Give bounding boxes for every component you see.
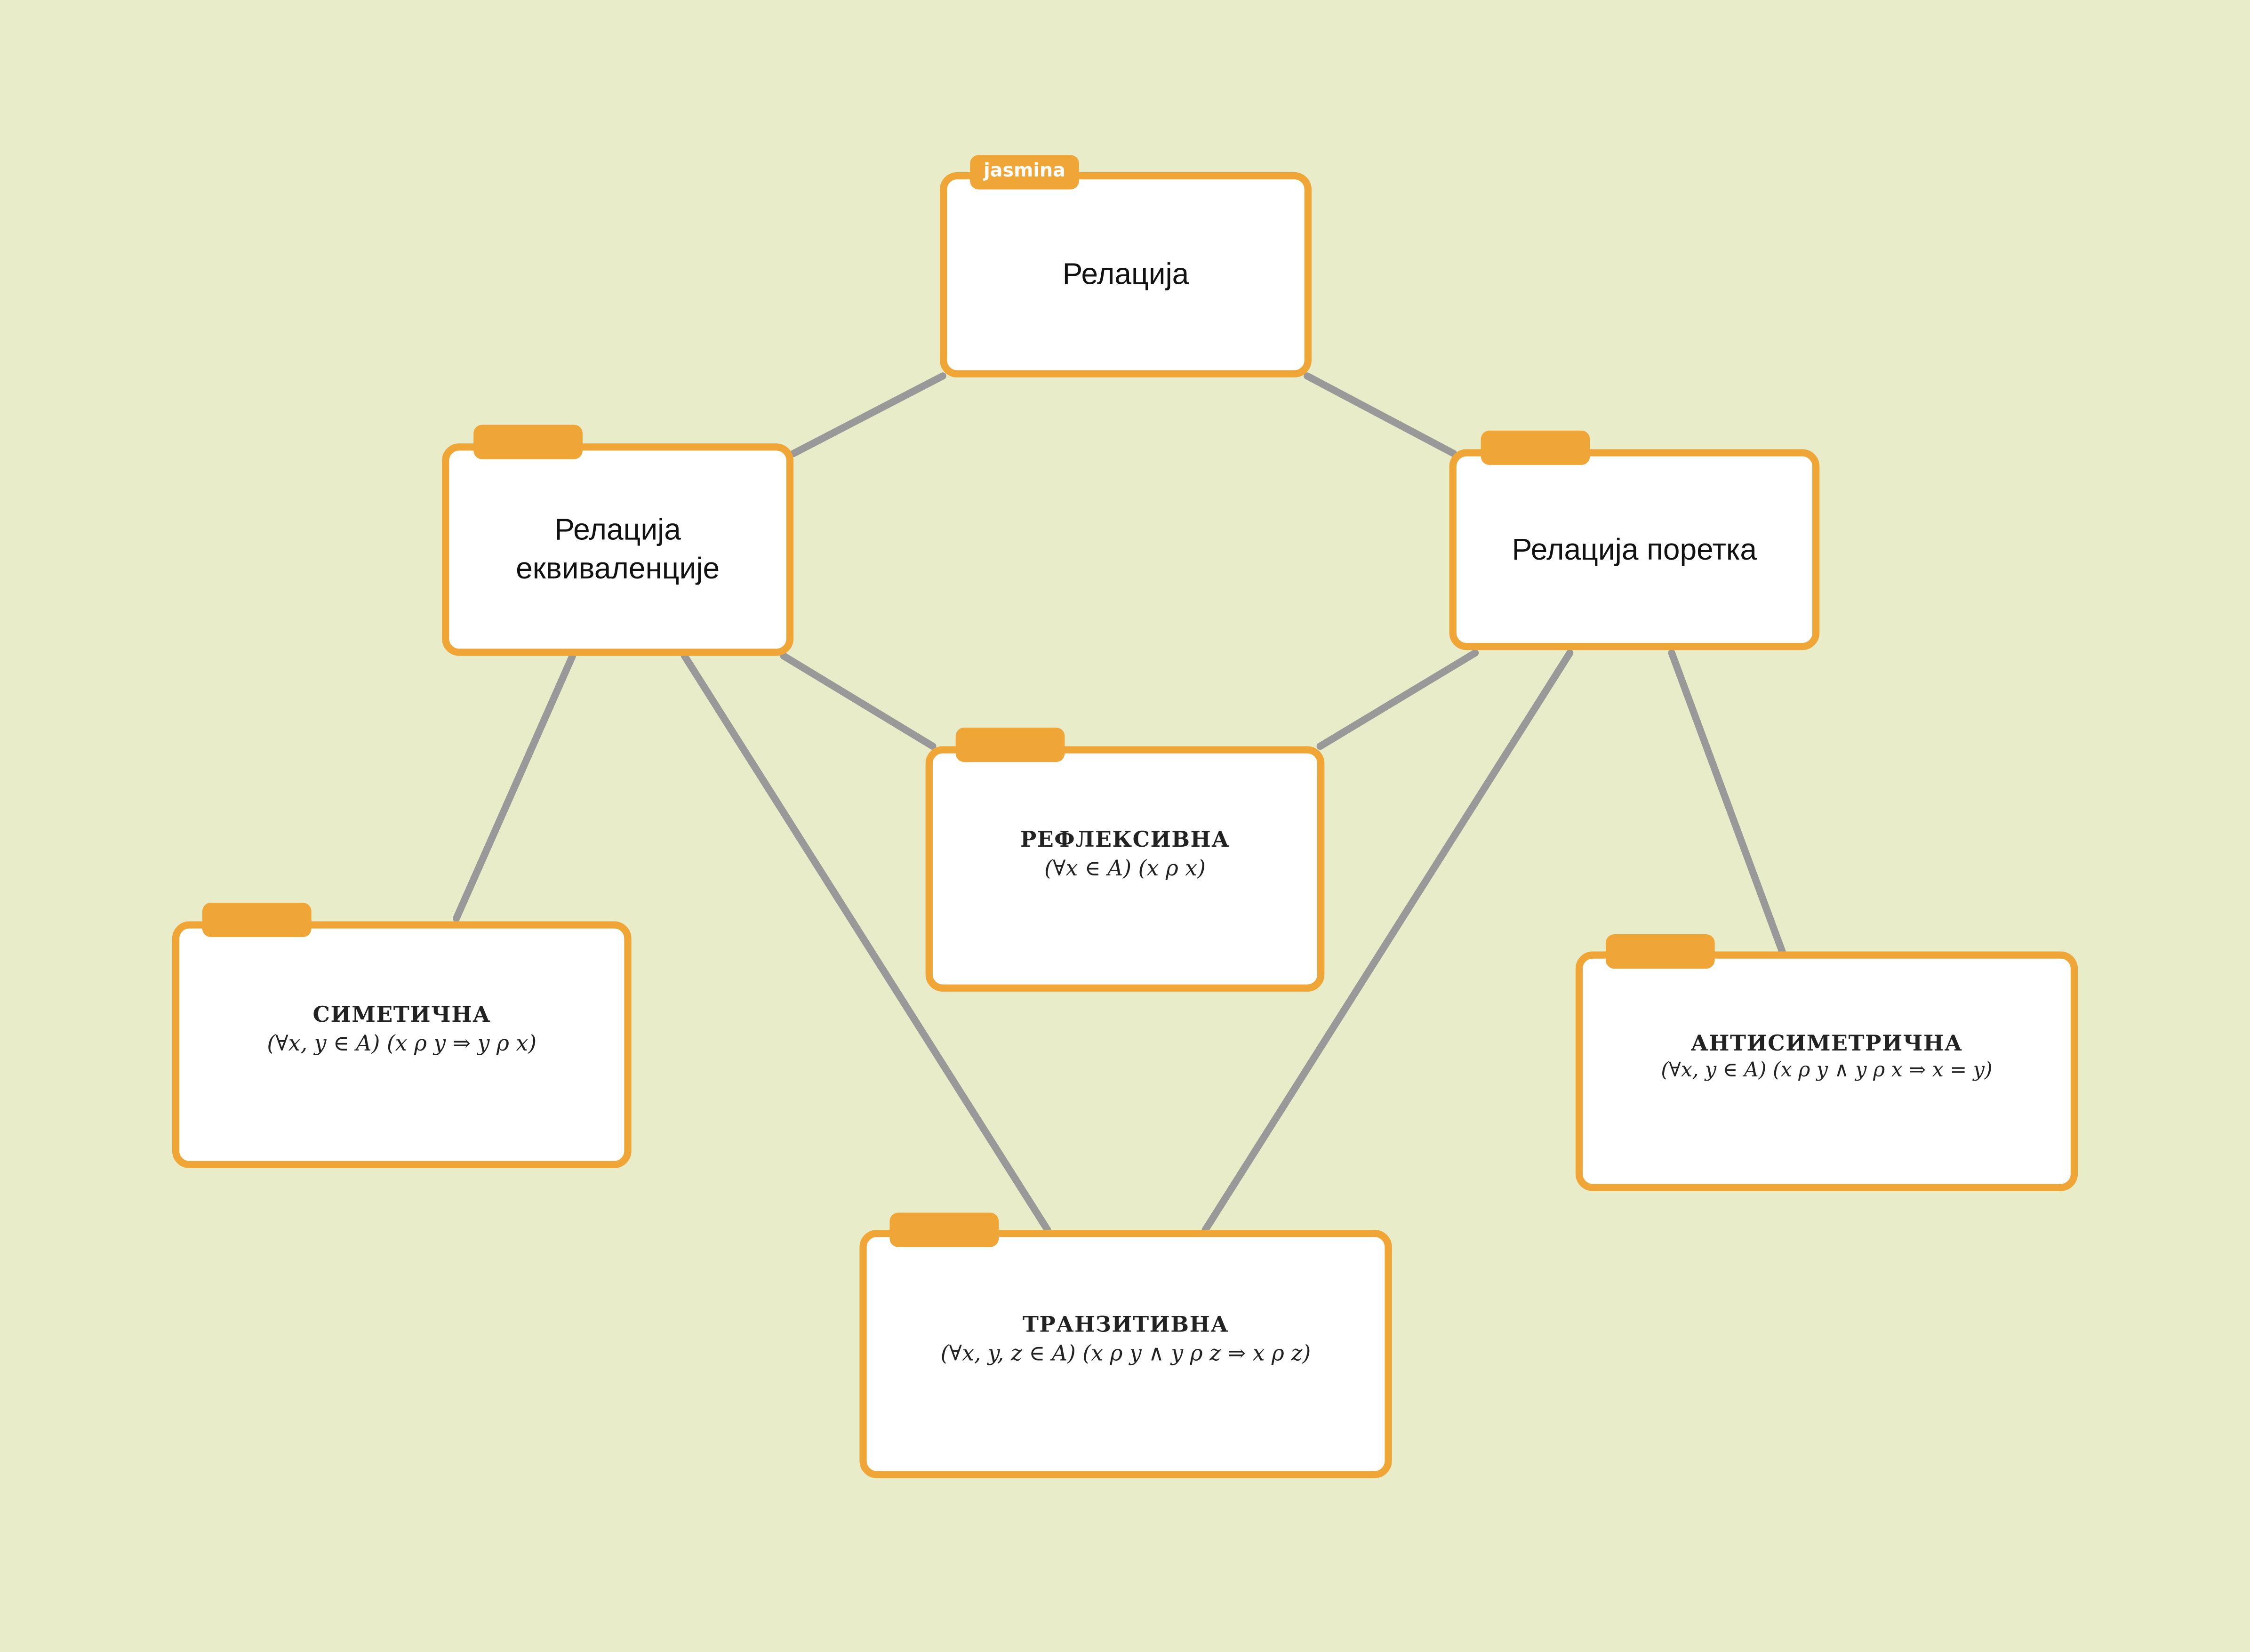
link-order-transitive (1201, 649, 1574, 1234)
node-title: СИМЕТИЧНА (312, 1002, 491, 1028)
author-tag: jasmina (970, 155, 1079, 190)
node-tab (889, 1212, 999, 1247)
node-tab (473, 425, 583, 459)
node-title: ТРАНЗИТИВНА (1022, 1311, 1229, 1337)
node-label: Релација поретка (1512, 533, 1757, 566)
node-formula: (∀x, y ∈ A) (x ρ y ⇒ y ρ x) (267, 1030, 537, 1057)
link-equivalence-reflexive (780, 652, 937, 750)
link-root-order (1304, 372, 1457, 457)
link-equivalence-transitive (681, 652, 1051, 1234)
link-equivalence-symmetric (452, 652, 577, 922)
node-tab (202, 902, 312, 938)
node-title: РЕФЛЕКСИВНА (1020, 826, 1230, 852)
node-title: АНТИСИМЕТРИЧНА (1690, 1029, 1963, 1056)
node-tab (955, 727, 1065, 762)
node-tab (1481, 430, 1590, 465)
node-label-line2: еквиваленције (516, 552, 720, 586)
node-label-line1: Релација (554, 513, 681, 547)
node-symmetric[interactable]: СИМЕТИЧНА (∀x, y ∈ A) (x ρ y ⇒ y ρ x) (172, 921, 632, 1168)
node-formula: (∀x, y ∈ A) (x ρ y ∧ y ρ x ⇒ x = y) (1661, 1058, 1993, 1082)
node-root[interactable]: Релација (940, 172, 1312, 377)
node-antisymmetric[interactable]: АНТИСИМЕТРИЧНА (∀x, y ∈ A) (x ρ y ∧ y ρ … (1575, 951, 2078, 1191)
node-equivalence[interactable]: Релација еквиваленције (442, 443, 794, 656)
node-order[interactable]: Релација поретка (1449, 449, 1820, 650)
link-root-equivalence (790, 372, 946, 457)
link-order-antisymmetric (1668, 649, 1786, 955)
node-transitive[interactable]: ТРАНЗИТИВНА (∀x, y, z ∈ A) (x ρ y ∧ y ρ … (859, 1230, 1392, 1478)
node-reflexive[interactable]: РЕФЛЕКСИВНА (∀x ∈ A) (x ρ x) (925, 746, 1325, 992)
node-label: Релација (1062, 258, 1189, 291)
link-order-reflexive (1316, 649, 1479, 750)
node-tab (1605, 934, 1715, 969)
node-formula: (∀x, y, z ∈ A) (x ρ y ∧ y ρ z ⇒ x ρ z) (940, 1339, 1311, 1366)
node-formula: (∀x ∈ A) (x ρ x) (1044, 854, 1206, 881)
